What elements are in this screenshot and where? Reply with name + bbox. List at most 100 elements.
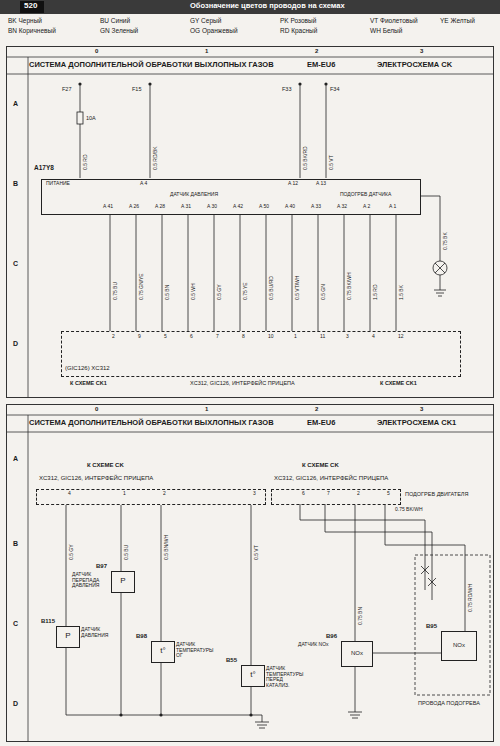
wire-label: 0.5 RD bbox=[83, 154, 89, 170]
part-description: XC312, GIC126, ИНТЕРФЕЙС ПРИЦЕПА bbox=[39, 475, 153, 482]
label: 4 bbox=[68, 491, 71, 497]
sensor-box: B55t°ДАТЧИК ТЕМПЕРАТУРЫ ПЕРЕД КАТАЛИЗ. bbox=[241, 665, 265, 687]
supply-wire bbox=[326, 84, 327, 178]
label: 1 bbox=[123, 491, 126, 497]
fan-motor-symbol bbox=[434, 290, 446, 291]
ground-wire bbox=[257, 725, 267, 726]
ground-wire bbox=[161, 662, 162, 715]
wire-label: 0.5 BK/RD bbox=[303, 146, 309, 170]
grid-lines bbox=[6, 57, 494, 58]
label: A bbox=[13, 100, 18, 108]
part-name: B115 bbox=[41, 618, 55, 625]
part-name: (GIC126) XC312 bbox=[65, 365, 110, 372]
label: A 41 bbox=[103, 204, 113, 210]
fan-motor-symbol bbox=[420, 196, 440, 261]
grid-lines bbox=[6, 415, 494, 416]
page-number: 520 bbox=[24, 2, 37, 11]
ground-wire bbox=[66, 715, 262, 716]
label: 1 bbox=[205, 48, 208, 55]
supply-wire bbox=[80, 84, 81, 178]
part-name: B98 bbox=[136, 633, 147, 640]
heater-wire bbox=[415, 555, 490, 695]
part-name: B96 bbox=[326, 633, 337, 640]
panel-title: СИСТЕМА ДОПОЛНИТЕЛЬНОЙ ОБРАБОТКИ ВЫХЛОПН… bbox=[29, 419, 274, 427]
sensor-symbol: NOx bbox=[442, 642, 476, 649]
wire-label: 0.75 BK bbox=[443, 232, 449, 250]
part-name: B95 bbox=[426, 623, 437, 630]
label: RD Красный bbox=[280, 27, 317, 34]
sheet-name: ЭЛЕКТРОСХЕМА CK1 bbox=[377, 419, 456, 427]
label: D bbox=[13, 340, 18, 348]
label: К СХЕМЕ CK1 bbox=[70, 380, 107, 386]
supply-wire bbox=[77, 84, 326, 178]
wire-connector bbox=[385, 505, 465, 631]
label: PK Розовый bbox=[280, 17, 316, 24]
label: 2 bbox=[163, 491, 166, 497]
label: BU Синий bbox=[100, 17, 130, 24]
part-name: A17Y8 bbox=[34, 164, 54, 171]
part-description: XC312, GIC126, ИНТЕРФЕЙС ПРИЦЕПА bbox=[274, 475, 388, 482]
ground-wire bbox=[66, 592, 362, 728]
wire-connector bbox=[214, 215, 215, 331]
wire-label: 0.5 BN bbox=[165, 285, 171, 300]
label: D bbox=[13, 700, 18, 708]
label: A 2 bbox=[363, 204, 370, 210]
wire-connector bbox=[110, 215, 111, 331]
label: 2 bbox=[315, 406, 318, 413]
wire-label: 0.75 BK/WH bbox=[347, 272, 353, 300]
sensor-symbol: t° bbox=[242, 671, 264, 680]
fan-motor-symbol bbox=[435, 263, 445, 273]
label: B bbox=[13, 540, 18, 548]
wire-connector bbox=[136, 215, 137, 331]
panel: СИСТЕМА ДОПОЛНИТЕЛЬНОЙ ОБРАБОТКИ ВЫХЛОПН… bbox=[6, 46, 494, 398]
label: 0.75 BK/WH bbox=[395, 507, 423, 513]
label: 0 bbox=[95, 406, 98, 413]
ground-wire bbox=[255, 722, 269, 723]
wire-dot bbox=[119, 713, 122, 716]
heater-wire bbox=[428, 578, 436, 586]
wire-label: 0.75 BU bbox=[113, 282, 119, 300]
wire-dot bbox=[298, 82, 301, 85]
wire-connector bbox=[355, 505, 356, 641]
wire-dot bbox=[159, 713, 162, 716]
label: 3 bbox=[420, 48, 423, 55]
wire-label: 0.5 BU bbox=[124, 545, 130, 560]
label: 12 bbox=[398, 334, 404, 340]
label: 3 bbox=[346, 334, 349, 340]
heater-wire bbox=[300, 504, 490, 695]
label: 4 bbox=[372, 334, 375, 340]
ground-wire bbox=[350, 715, 360, 716]
wire-label: 1.5 BK bbox=[399, 285, 405, 300]
label: A 26 bbox=[129, 204, 139, 210]
wire-label: 0.5 GY bbox=[217, 284, 223, 300]
header-bar bbox=[0, 0, 500, 14]
label: ПИТАНИЕ bbox=[46, 181, 70, 187]
ground-wire bbox=[259, 728, 265, 729]
fan-motor-symbol bbox=[433, 261, 447, 275]
sensor-box: B115PДАТЧИК ДАВЛЕНИЯ bbox=[56, 626, 80, 648]
label: A 30 bbox=[207, 204, 217, 210]
part-description: ДАТЧИК ТЕМПЕРАТУРЫ ПЕРЕД КАТАЛИЗ. bbox=[266, 666, 304, 688]
wire-label: 0.5 VT/WH bbox=[295, 276, 301, 300]
wire-label: 0.75 BN bbox=[358, 607, 364, 625]
wire-dot bbox=[148, 82, 151, 85]
part-name: B97 bbox=[96, 563, 107, 570]
panel-title: СИСТЕМА ДОПОЛНИТЕЛЬНОЙ ОБРАБОТКИ ВЫХЛОПН… bbox=[29, 61, 274, 69]
wire-connector bbox=[121, 505, 122, 571]
connector-strip: К СХЕМЕ CKXC312, GIC126, ИНТЕРФЕЙС ПРИЦЕ… bbox=[271, 489, 401, 505]
grid-lines bbox=[28, 57, 29, 398]
wire-connector bbox=[370, 215, 371, 331]
label: 1 bbox=[205, 406, 208, 413]
wire-label: 0.5 GY bbox=[69, 544, 75, 560]
wire-label: 0.5 BN/WH bbox=[164, 535, 170, 560]
ground-wire bbox=[66, 647, 67, 715]
label: VT Фиолетовый bbox=[370, 17, 418, 24]
supply-wire bbox=[300, 84, 301, 178]
wire-label: 0.5 VT bbox=[329, 155, 335, 170]
label: A 4 bbox=[140, 181, 147, 187]
sensor-symbol: P bbox=[112, 577, 134, 586]
label: 6 bbox=[190, 334, 193, 340]
ground-wire bbox=[348, 712, 362, 713]
wire-connector bbox=[161, 505, 162, 641]
